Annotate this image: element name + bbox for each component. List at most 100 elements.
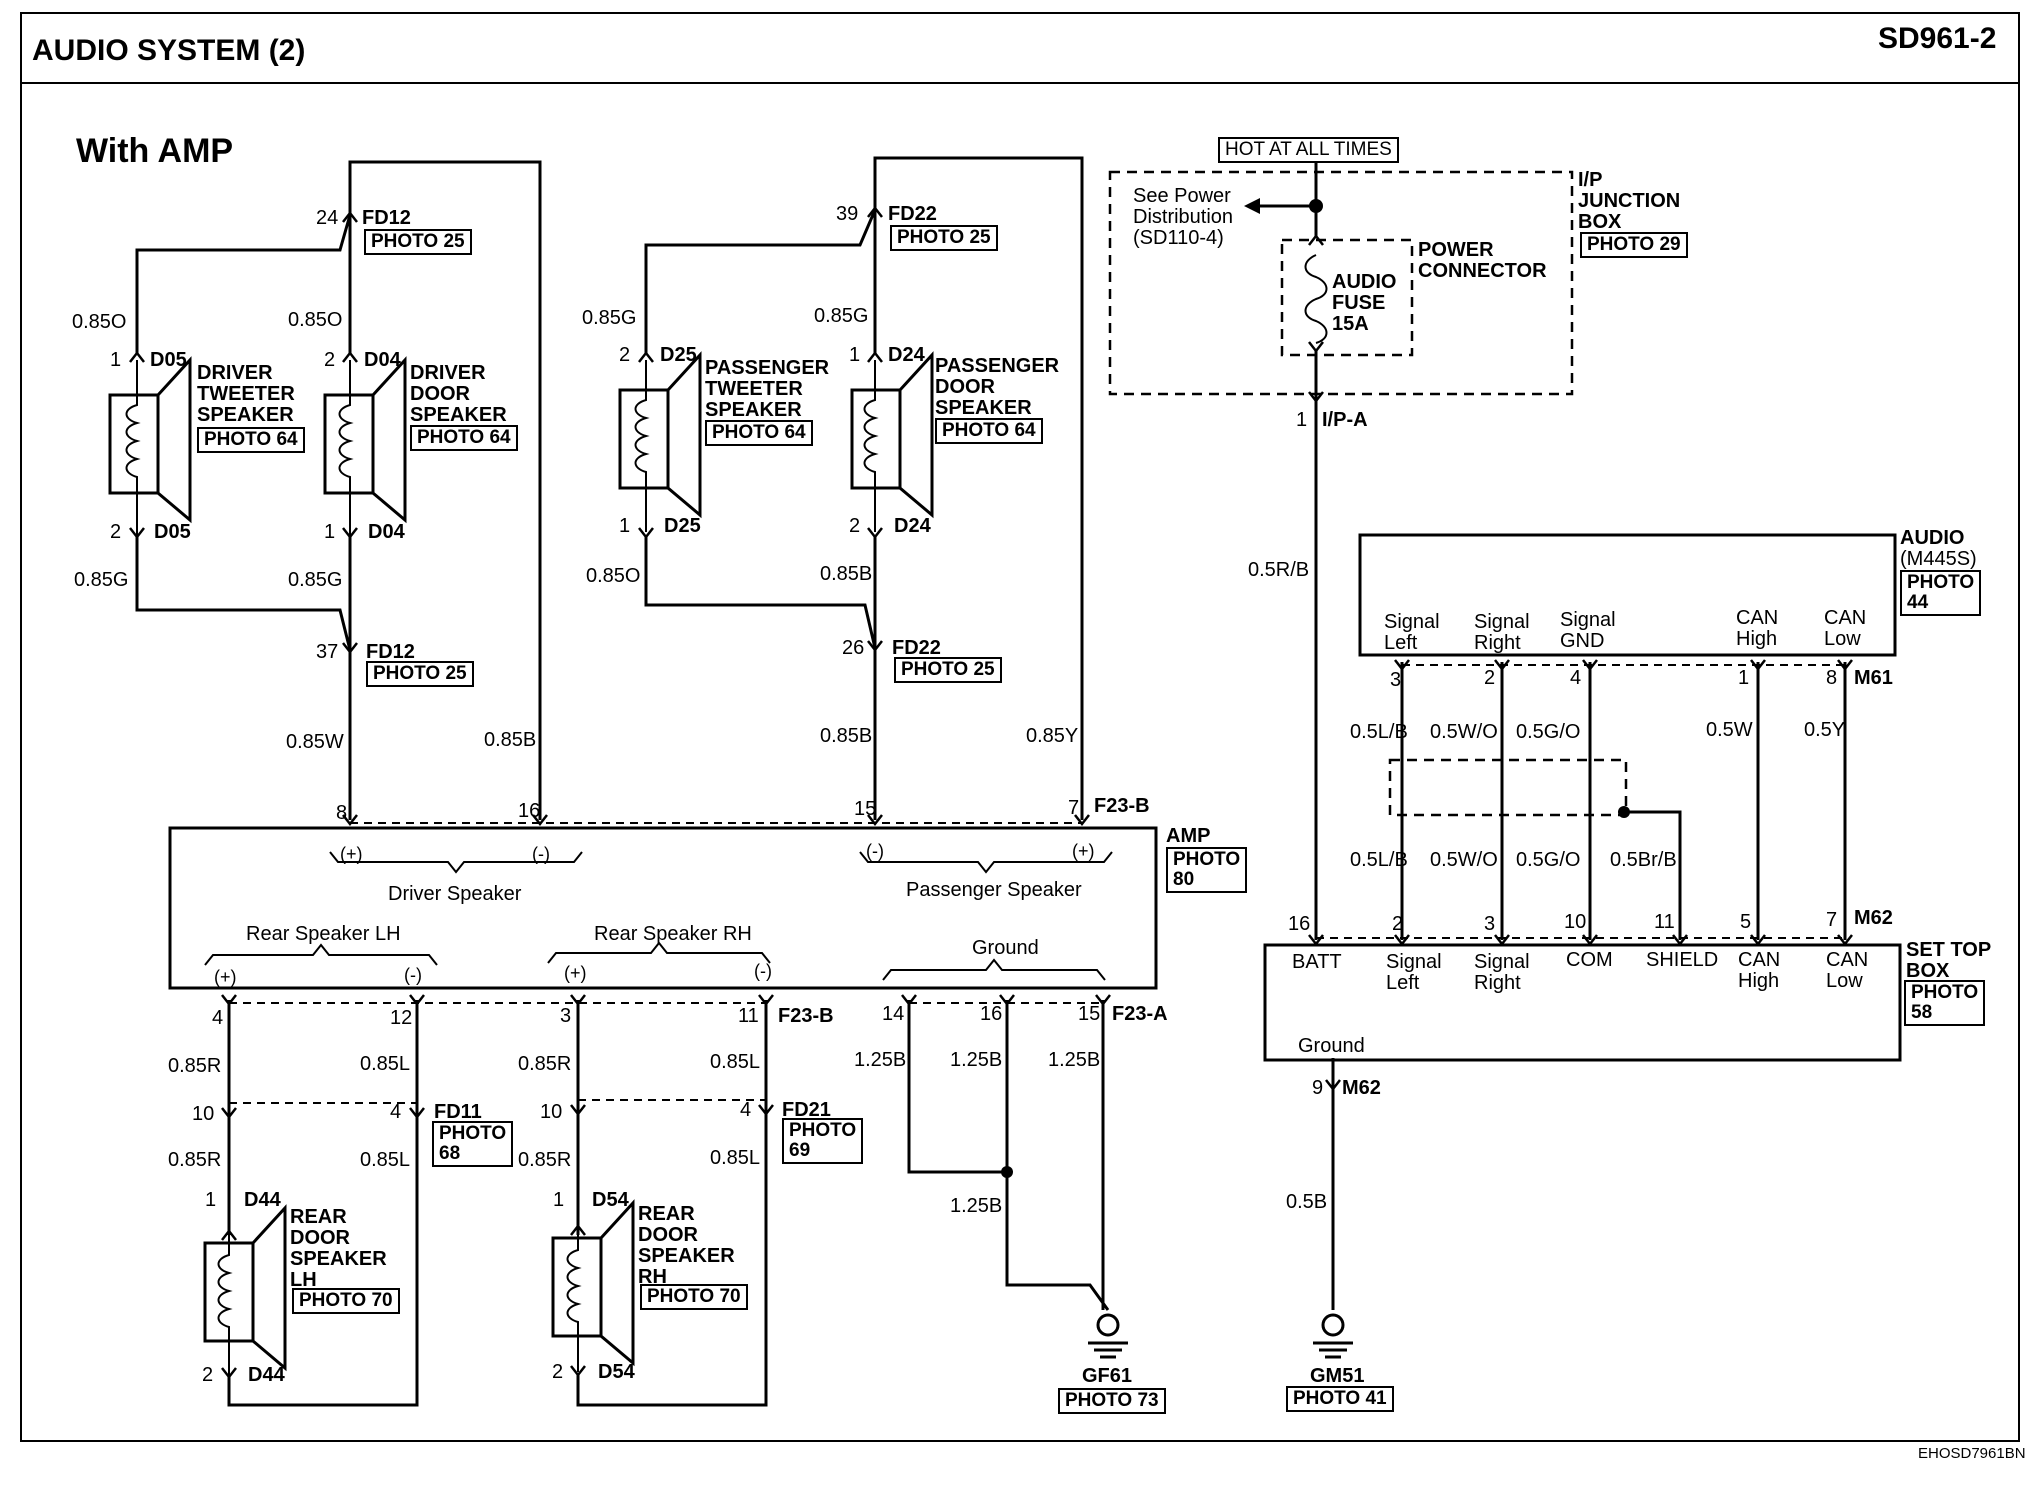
- wire-d04-top-label: 0.85O: [288, 309, 343, 331]
- wire-d25-top: [644, 209, 877, 355]
- d25-pin-top: 2: [619, 344, 631, 366]
- amp-box: [168, 826, 1158, 990]
- fd21-pin-left: 10: [540, 1101, 563, 1123]
- junction-box-outline: [1108, 170, 1574, 396]
- d54-pin-bottom: 2: [552, 1361, 564, 1383]
- fd22-top-connector: FD22: [888, 203, 937, 225]
- wire-amp7-label: 0.85Y: [1026, 725, 1079, 747]
- fd12-top-connector: FD12: [362, 207, 411, 229]
- m62-bot-pin: 9: [1312, 1077, 1324, 1099]
- d44-conn-bottom: D44: [248, 1364, 285, 1386]
- wire-d05-bot-label: 0.85G: [74, 569, 129, 591]
- d04-pin-top: 2: [324, 349, 336, 371]
- wire-rl-pos-label: 0.85R: [168, 1055, 222, 1077]
- d05-conn-bottom: D05: [154, 521, 191, 543]
- wire-d05-top-label: 0.85O: [72, 311, 127, 333]
- speaker-d25-icon: [618, 351, 702, 519]
- m62-pin: 3: [1484, 913, 1496, 935]
- wire-shield: [1624, 810, 1682, 940]
- d54-photo: PHOTO 70: [640, 1284, 748, 1310]
- amp-rl-plus: (+): [214, 967, 237, 987]
- hot-at-all-times-label: HOT AT ALL TIMES: [1218, 137, 1399, 163]
- f23a-pin: 14: [882, 1003, 905, 1025]
- f23b-bot-connector: F23-B: [778, 1005, 834, 1027]
- wire-amp16-loop: [348, 160, 542, 820]
- m62-pin: 10: [1564, 911, 1587, 933]
- section-title: With AMP: [76, 132, 234, 170]
- header-rule: [20, 82, 2020, 84]
- d54-pin-top: 1: [553, 1189, 565, 1211]
- m62-pin: 2: [1392, 913, 1404, 935]
- stb-ground-label: Ground: [1298, 1035, 1365, 1057]
- amp-passenger-plus: (+): [1072, 841, 1095, 861]
- m61-pin: 1: [1738, 667, 1750, 689]
- d24-photo: PHOTO 64: [935, 418, 1043, 444]
- amp-passenger-minus: (-): [866, 841, 884, 861]
- m61-pin: 3: [1390, 669, 1402, 691]
- wire-d25-bot: [644, 535, 877, 649]
- d24-conn-bottom: D24: [894, 515, 931, 537]
- wire-stb-gnd-label: 0.5B: [1286, 1191, 1328, 1213]
- f23b-pin: 7: [1068, 797, 1080, 819]
- d04-photo: PHOTO 64: [410, 425, 518, 451]
- stb-pin-shield: SHIELD: [1646, 949, 1719, 971]
- fuse-icon: [1304, 254, 1328, 344]
- f23b-top-connector: F23-B: [1094, 795, 1150, 817]
- splice-dot: [1001, 1166, 1013, 1178]
- brace-rear-rh: [547, 941, 771, 964]
- fd22-top-photo: PHOTO 25: [890, 225, 998, 251]
- wire-rl-pos2-label: 0.85R: [168, 1149, 222, 1171]
- m61-wire-label: 0.5Y: [1804, 719, 1846, 741]
- wire-gnd-16: [1005, 1000, 1110, 1311]
- m62-wire-label: 0.5L/B: [1350, 849, 1408, 871]
- d54-conn-bottom: D54: [598, 1361, 635, 1383]
- m62-pin: 7: [1826, 909, 1838, 931]
- wire-d25-top-label: 0.85G: [582, 307, 637, 329]
- wire-gnd-14: [907, 1000, 1007, 1174]
- m62-pin: 16: [1288, 913, 1311, 935]
- fd21-pin-right: 4: [740, 1099, 752, 1121]
- amp-driver-speaker: Driver Speaker: [388, 883, 522, 905]
- m62-bot-connector: M62: [1342, 1077, 1381, 1099]
- wire-rl-neg-label: 0.85L: [360, 1053, 411, 1075]
- junction-box-photo: PHOTO 29: [1580, 232, 1688, 258]
- d04-conn-top: D04: [364, 349, 401, 371]
- d44-conn-top: D44: [244, 1189, 281, 1211]
- d44-pin-bottom: 2: [202, 1364, 214, 1386]
- shield-outline: [1388, 758, 1628, 817]
- arrow-left-icon: [1244, 198, 1260, 214]
- wire-d24-top-label: 0.85G: [814, 305, 869, 327]
- d25-conn-bottom: D25: [664, 515, 701, 537]
- f23b-pin: 3: [560, 1005, 572, 1027]
- power-connector-outline: [1280, 238, 1414, 357]
- amp-driver-plus: (+): [340, 844, 363, 864]
- f23a-connector: F23-A: [1112, 1003, 1168, 1025]
- d24-pin-top: 1: [849, 344, 861, 366]
- wire-amp7-loop: [873, 156, 1084, 820]
- ground-gm51-icon: [1313, 1313, 1353, 1359]
- stb-pin-com: COM: [1566, 949, 1613, 971]
- f23a-pin: 15: [1078, 1003, 1101, 1025]
- brace-rear-lh: [204, 943, 438, 966]
- wire-gnd1-label: 1.25B: [854, 1049, 907, 1071]
- wire-amp16-label: 0.85B: [484, 729, 537, 751]
- wire-batt-label: 0.5R/B: [1248, 559, 1310, 581]
- wire-gnd3-label: 1.25B: [1048, 1049, 1101, 1071]
- fd22-bot-photo: PHOTO 25: [894, 657, 1002, 683]
- m61-wire-label: 0.5W/O: [1430, 721, 1498, 743]
- m61-wire-label: 0.5G/O: [1516, 721, 1581, 743]
- fd12-top-pin: 24: [316, 207, 339, 229]
- page-code: SD961-2: [1878, 22, 1997, 55]
